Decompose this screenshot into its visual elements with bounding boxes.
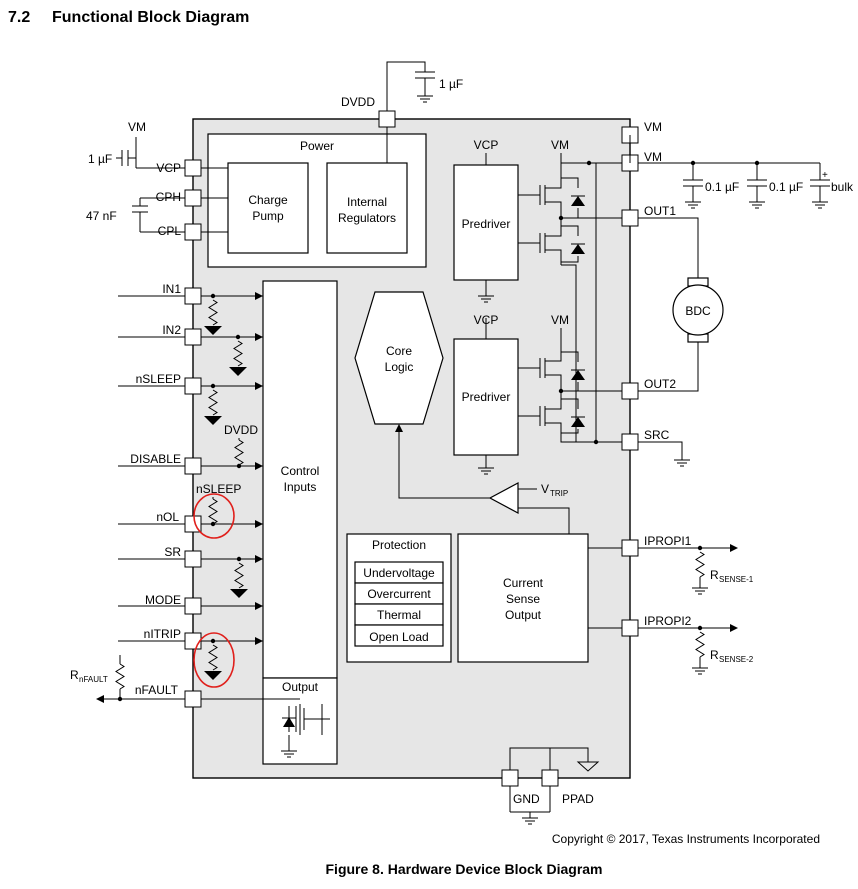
pin-in1 (184, 287, 202, 305)
pin-in2-label: IN2 (162, 323, 181, 337)
predriver-top-block (453, 164, 519, 281)
pin-vm-2-label: VM (644, 150, 662, 164)
pin-in1-label: IN1 (162, 282, 181, 296)
pin-gnd-label: GND (513, 792, 540, 806)
nsleep-internal-label: nSLEEP (196, 482, 241, 496)
vm-label-hs2: VM (551, 313, 569, 327)
pin-vm-1-label: VM (644, 120, 662, 134)
cap-1uf-left-label: 1 µF (88, 152, 112, 166)
pin-gnd (501, 769, 519, 787)
rsense1-subscript: SENSE-1 (719, 575, 754, 584)
pin-in2 (184, 328, 202, 346)
internal-regulators-label-1: Internal (347, 195, 387, 209)
dvdd-internal-label: DVDD (224, 423, 258, 437)
rnfault-label: R (70, 668, 79, 682)
protection-item-open-load (354, 624, 444, 647)
cap-01uf-2-label: 0.1 µF (769, 180, 803, 194)
pin-nsleep (184, 377, 202, 395)
control-inputs-label-2: Inputs (284, 480, 317, 494)
charge-pump-label-2: Pump (252, 209, 284, 223)
pin-ipropi2 (621, 619, 639, 637)
protection-item-undervoltage-label: Undervoltage (363, 566, 435, 580)
vtrip-subscript: TRIP (550, 489, 568, 498)
protection-item-overcurrent-label: Overcurrent (367, 587, 431, 601)
vtrip-comparator (488, 481, 519, 515)
internal-regulators-block (326, 162, 408, 254)
rsense2-label: R (710, 648, 719, 662)
protection-item-thermal-label: Thermal (377, 608, 421, 622)
vm-supply-label-left: VM (128, 120, 146, 134)
section-title: Functional Block Diagram (52, 9, 249, 26)
charge-pump-block (227, 162, 309, 254)
charge-pump-label-1: Charge (248, 193, 288, 207)
pin-vcp (184, 159, 202, 177)
pin-src-label: SRC (644, 428, 670, 442)
rnfault-subscript: nFAULT (79, 675, 108, 684)
core-logic-label-2: Logic (385, 360, 414, 374)
highlight-nitrip-resistor (193, 632, 235, 688)
pin-nfault (184, 690, 202, 708)
internal-regulators-label-2: Regulators (338, 211, 396, 225)
pin-sr (184, 550, 202, 568)
protection-item-open-load-label: Open Load (369, 630, 428, 644)
pin-nsleep-label: nSLEEP (136, 372, 181, 386)
motor-bdc (672, 284, 724, 336)
figure-caption: Figure 8. Hardware Device Block Diagram (326, 861, 603, 877)
pin-cpl-label: CPL (158, 224, 182, 238)
pin-out2-label: OUT2 (644, 377, 676, 391)
pin-nitrip-label: nITRIP (144, 627, 181, 641)
output-label: Output (282, 680, 319, 694)
copyright-text: Copyright © 2017, Texas Instruments Inco… (552, 832, 820, 846)
pin-dvdd (378, 110, 396, 128)
current-sense-label-3: Output (505, 608, 542, 622)
pin-cph-label: CPH (156, 190, 181, 204)
pin-mode-label: MODE (145, 593, 181, 607)
pin-ppad (541, 769, 559, 787)
predriver-top-label: Predriver (462, 217, 511, 231)
pin-disable (184, 457, 202, 475)
cap-1uf-top-label: 1 µF (439, 77, 463, 91)
pin-disable-label: DISABLE (130, 452, 181, 466)
vtrip-label: V (541, 482, 549, 496)
pin-ipropi1-label: IPROPI1 (644, 534, 692, 548)
current-sense-label-1: Current (503, 576, 544, 590)
pin-nitrip (184, 632, 202, 650)
pin-cpl (184, 223, 202, 241)
vcp-label-top: VCP (474, 138, 499, 152)
vm-label-hs1: VM (551, 138, 569, 152)
pin-out1 (621, 209, 639, 227)
pin-out2 (621, 382, 639, 400)
bulk-cap-label: bulk (831, 180, 854, 194)
pin-src (621, 433, 639, 451)
control-inputs-label-1: Control (281, 464, 320, 478)
pin-nol-label: nOL (156, 510, 179, 524)
pin-ipropi1 (621, 539, 639, 557)
rsense2-subscript: SENSE-2 (719, 655, 754, 664)
highlight-nol-resistor (193, 493, 235, 539)
current-sense-block (457, 533, 589, 663)
core-logic-block (354, 291, 444, 425)
pin-mode (184, 597, 202, 615)
section-number: 7.2 (8, 9, 30, 26)
pin-ipropi2-label: IPROPI2 (644, 614, 692, 628)
pin-dvdd-label: DVDD (341, 95, 375, 109)
cap-01uf-1-label: 0.1 µF (705, 180, 739, 194)
power-label: Power (300, 139, 334, 153)
pin-ppad-label: PPAD (562, 792, 594, 806)
pin-cph (184, 189, 202, 207)
output-block (262, 677, 338, 765)
motor-label: BDC (685, 304, 711, 318)
predriver-bottom-label: Predriver (462, 390, 511, 404)
pin-nfault-label: nFAULT (135, 683, 179, 697)
core-logic-label-1: Core (386, 344, 412, 358)
rsense1-label: R (710, 568, 719, 582)
pin-out1-label: OUT1 (644, 204, 676, 218)
protection-label: Protection (372, 538, 426, 552)
current-sense-label-2: Sense (506, 592, 540, 606)
bulk-plus: + (822, 170, 828, 181)
pin-sr-label: SR (164, 545, 181, 559)
cap-47nf-label: 47 nF (86, 209, 117, 223)
